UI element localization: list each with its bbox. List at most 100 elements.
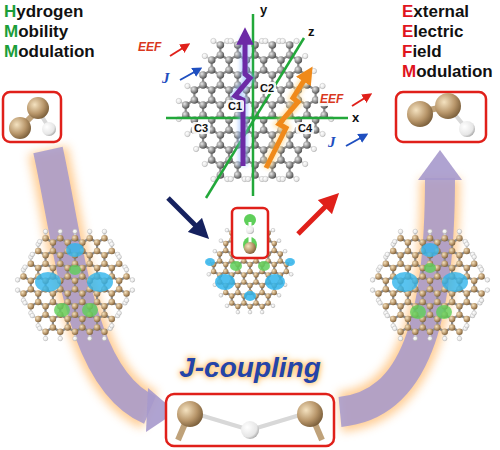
hydrogen-atom bbox=[15, 278, 20, 283]
hydrogen-atom bbox=[73, 229, 78, 234]
shape-path bbox=[48, 150, 150, 410]
carbon-atom bbox=[234, 41, 242, 49]
hydrogen-atom bbox=[236, 310, 240, 314]
carbon-atom bbox=[35, 265, 41, 271]
carbon-atom bbox=[42, 329, 48, 335]
hydrogen-atom bbox=[219, 293, 223, 297]
carbon-atom bbox=[397, 303, 403, 309]
carbon-atom bbox=[269, 71, 277, 79]
hydrogen-atom bbox=[130, 288, 135, 293]
carbon-atom bbox=[260, 56, 268, 64]
carbon-atom bbox=[64, 316, 70, 322]
carbon-atom bbox=[272, 269, 277, 274]
carbon-atom bbox=[412, 329, 418, 335]
shape-path bbox=[340, 178, 440, 412]
carbon-atom bbox=[50, 248, 56, 254]
carbon-atom bbox=[234, 51, 242, 59]
carbon-atom bbox=[64, 290, 70, 296]
carbon-atom bbox=[182, 101, 190, 109]
carbon-atom bbox=[57, 261, 63, 267]
hydrogen-atom bbox=[303, 53, 308, 58]
carbon-atom bbox=[441, 261, 447, 267]
carbon-atom bbox=[28, 278, 34, 284]
carbon-atom bbox=[427, 235, 433, 241]
carbon-atom bbox=[223, 290, 228, 295]
carbon-atom bbox=[269, 101, 277, 109]
heading-word: Electric bbox=[402, 22, 463, 42]
hydrogen-atom bbox=[413, 336, 418, 341]
graphene-lattice bbox=[176, 38, 334, 181]
carbon-atom bbox=[208, 86, 216, 94]
carbon-atom bbox=[456, 312, 462, 318]
atom-label: C3 bbox=[192, 122, 210, 134]
hydrogen-atom bbox=[457, 336, 462, 341]
carbon-atom bbox=[72, 303, 78, 309]
hydrogen-atom bbox=[37, 239, 42, 244]
hydrogen-atom bbox=[472, 311, 477, 316]
carbon-atom bbox=[286, 41, 294, 49]
carbon-atom bbox=[109, 290, 115, 296]
hydrogen-atom bbox=[485, 288, 490, 293]
heading-word: Mobility bbox=[4, 22, 68, 42]
molecule-right bbox=[370, 229, 489, 341]
axis-label: z bbox=[306, 24, 317, 39]
carbon-atom bbox=[94, 239, 100, 245]
carbon-atom bbox=[79, 273, 85, 279]
carbon-atom bbox=[449, 239, 455, 245]
carbon-atom bbox=[441, 235, 447, 241]
coupling-label: J bbox=[160, 70, 172, 87]
carbon-atom bbox=[427, 329, 433, 335]
hydrogen-atom bbox=[248, 310, 252, 314]
hydrogen-atom bbox=[370, 288, 375, 293]
hydrogen-atom bbox=[277, 239, 281, 243]
carbon-atom bbox=[272, 241, 277, 246]
field-label: EEF bbox=[136, 40, 163, 54]
coupling-label: J bbox=[326, 134, 338, 151]
mechanism-arrows bbox=[168, 198, 332, 234]
shape-ellipse bbox=[258, 261, 270, 271]
carbon-atom bbox=[253, 272, 258, 277]
carbon-atom bbox=[211, 269, 216, 274]
hydrogen-atom bbox=[87, 336, 92, 341]
hydrogen-atom bbox=[428, 336, 433, 341]
hydrogen-atom bbox=[23, 301, 28, 306]
shape-circle bbox=[42, 122, 56, 136]
shape-circle bbox=[459, 121, 475, 137]
hydrogen-atom bbox=[289, 272, 293, 276]
current-arrows bbox=[170, 36, 368, 168]
shape-circle bbox=[407, 101, 433, 127]
shape-path bbox=[48, 150, 150, 410]
hydrogen-atom bbox=[320, 131, 325, 136]
axis-label: y bbox=[258, 2, 269, 17]
carbon-atom bbox=[383, 303, 389, 309]
carbon-atom bbox=[269, 41, 277, 49]
shape-rect bbox=[166, 394, 334, 446]
carbon-atom bbox=[478, 290, 484, 296]
field-label: EEF bbox=[318, 92, 345, 106]
hydrogen-atom bbox=[479, 298, 484, 303]
carbon-atom bbox=[116, 303, 122, 309]
carbon-atom bbox=[427, 278, 433, 284]
carbon-atom bbox=[50, 265, 56, 271]
shape-line bbox=[168, 198, 202, 232]
hydrogen-atom bbox=[277, 293, 281, 297]
hydrogen-atom bbox=[271, 228, 275, 232]
carbon-atom bbox=[42, 303, 48, 309]
carbon-atom bbox=[109, 299, 115, 305]
carbon-atom bbox=[79, 299, 85, 305]
shape-rect bbox=[232, 208, 268, 258]
carbon-atom bbox=[225, 56, 233, 64]
carbon-atom bbox=[253, 279, 258, 284]
carbon-atom bbox=[79, 324, 85, 330]
carbon-atom bbox=[278, 258, 283, 263]
carbon-atom bbox=[57, 252, 63, 258]
coordinate-axes bbox=[166, 14, 348, 198]
carbon-atom bbox=[116, 261, 122, 267]
carbon-atom bbox=[20, 290, 26, 296]
carbon-atom bbox=[390, 299, 396, 305]
carbon-atom bbox=[260, 126, 268, 134]
carbon-atom bbox=[57, 235, 63, 241]
shape-line bbox=[298, 200, 332, 234]
shape-circle bbox=[241, 421, 259, 439]
carbon-atom bbox=[20, 273, 26, 279]
